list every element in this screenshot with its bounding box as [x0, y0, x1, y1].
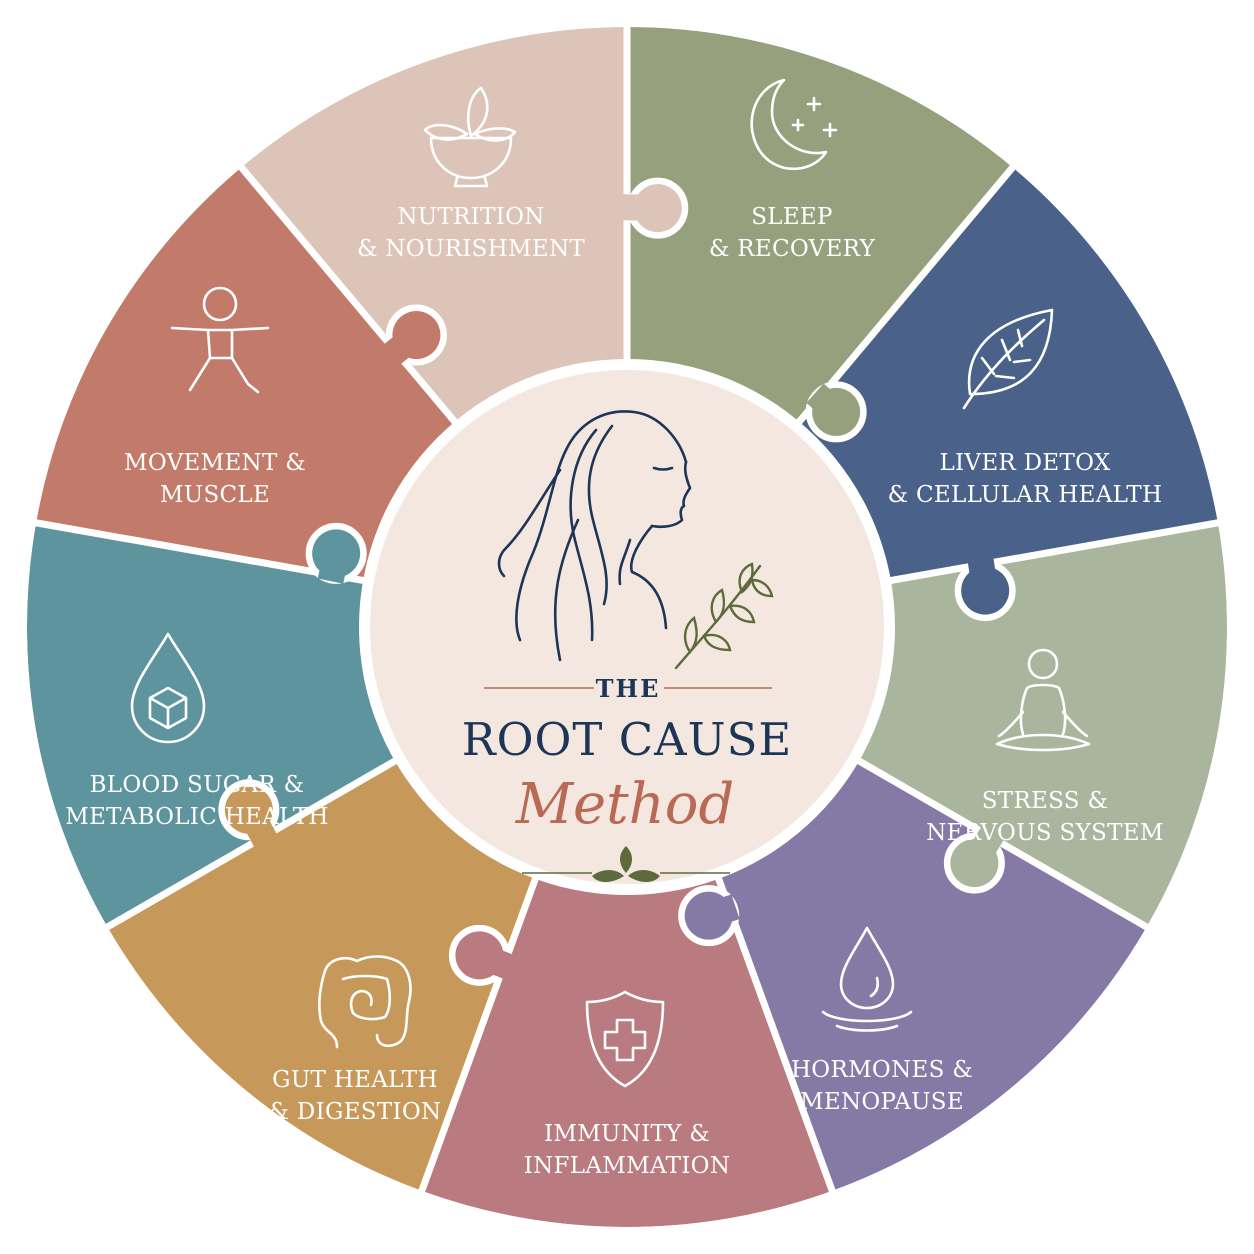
title-the: THE	[596, 674, 661, 703]
segment-gap	[877, 518, 1226, 586]
drop-cube-icon	[130, 632, 206, 744]
title-method: Method	[515, 772, 735, 837]
puzzle-knob-face-gut	[312, 529, 361, 578]
segment-movement	[241, 27, 627, 427]
segment-gap	[789, 160, 1019, 433]
segment-hormones	[421, 873, 833, 1227]
icons-layer	[130, 78, 1091, 1088]
puzzle-knob-face-liver	[950, 839, 999, 888]
segment-gap	[416, 865, 543, 1199]
segment-gut	[26, 522, 401, 927]
segment-label-blood: BLOOD SUGAR &METABOLIC HEALTH	[65, 772, 329, 830]
bowl-leaves-icon	[423, 86, 517, 188]
segment-label-immunity: IMMUNITY &INFLAMMATION	[524, 1121, 731, 1179]
segment-label-hormones: HORMONES &MENOPAUSE	[791, 1057, 973, 1115]
segment-blood	[36, 167, 459, 582]
segment-label-gut: GUT HEALTH& DIGESTION	[269, 1067, 442, 1125]
segment-label-liver: LIVER DETOX& CELLULAR HEALTH	[888, 450, 1163, 508]
stretching-person-icon	[170, 286, 270, 394]
intestine-icon	[318, 955, 412, 1049]
segment-label-sleep: SLEEP& RECOVERY	[709, 204, 876, 262]
segment-nutrition	[627, 27, 1013, 427]
segment-gap	[235, 160, 465, 433]
segment-gap	[711, 865, 838, 1199]
center-disc	[370, 370, 884, 884]
sprig-ornament-icon	[592, 846, 660, 882]
segment-label-nutrition: NUTRITION& NOURISHMENT	[357, 204, 585, 262]
leaf-icon	[962, 308, 1054, 410]
puzzle-knob-face-nutrition	[812, 387, 861, 436]
puzzle-knob-face-movement	[633, 184, 682, 233]
meditation-icon	[995, 648, 1091, 752]
segment-sleep	[795, 167, 1218, 582]
labels-layer: NUTRITION& NOURISHMENT SLEEP& RECOVERY LIV…	[65, 204, 1164, 1179]
moon-stars-icon	[750, 78, 838, 171]
puzzle-knob-face-sleep	[961, 566, 1010, 615]
puzzle-knob-face-blood	[392, 311, 441, 360]
center-circle: THE ROOT CAUSE Method	[359, 359, 895, 895]
segment-liver	[853, 522, 1227, 927]
olive-branch-icon	[674, 562, 774, 670]
water-drop-icon	[821, 926, 913, 1032]
segment-label-stress: STRESS &NERVOUS SYSTEM	[926, 788, 1164, 846]
shield-cross-icon	[585, 990, 665, 1088]
puzzle-knob-face-immunity	[224, 785, 273, 834]
woman-profile-icon	[497, 410, 692, 662]
segment-gap	[28, 518, 377, 586]
puzzle-knob-face-stress	[684, 891, 733, 940]
puzzle-knob-face-hormones	[455, 931, 504, 980]
segment-label-movement: MOVEMENT &MUSCLE	[124, 450, 306, 508]
title-root-cause: ROOT CAUSE	[462, 713, 793, 766]
